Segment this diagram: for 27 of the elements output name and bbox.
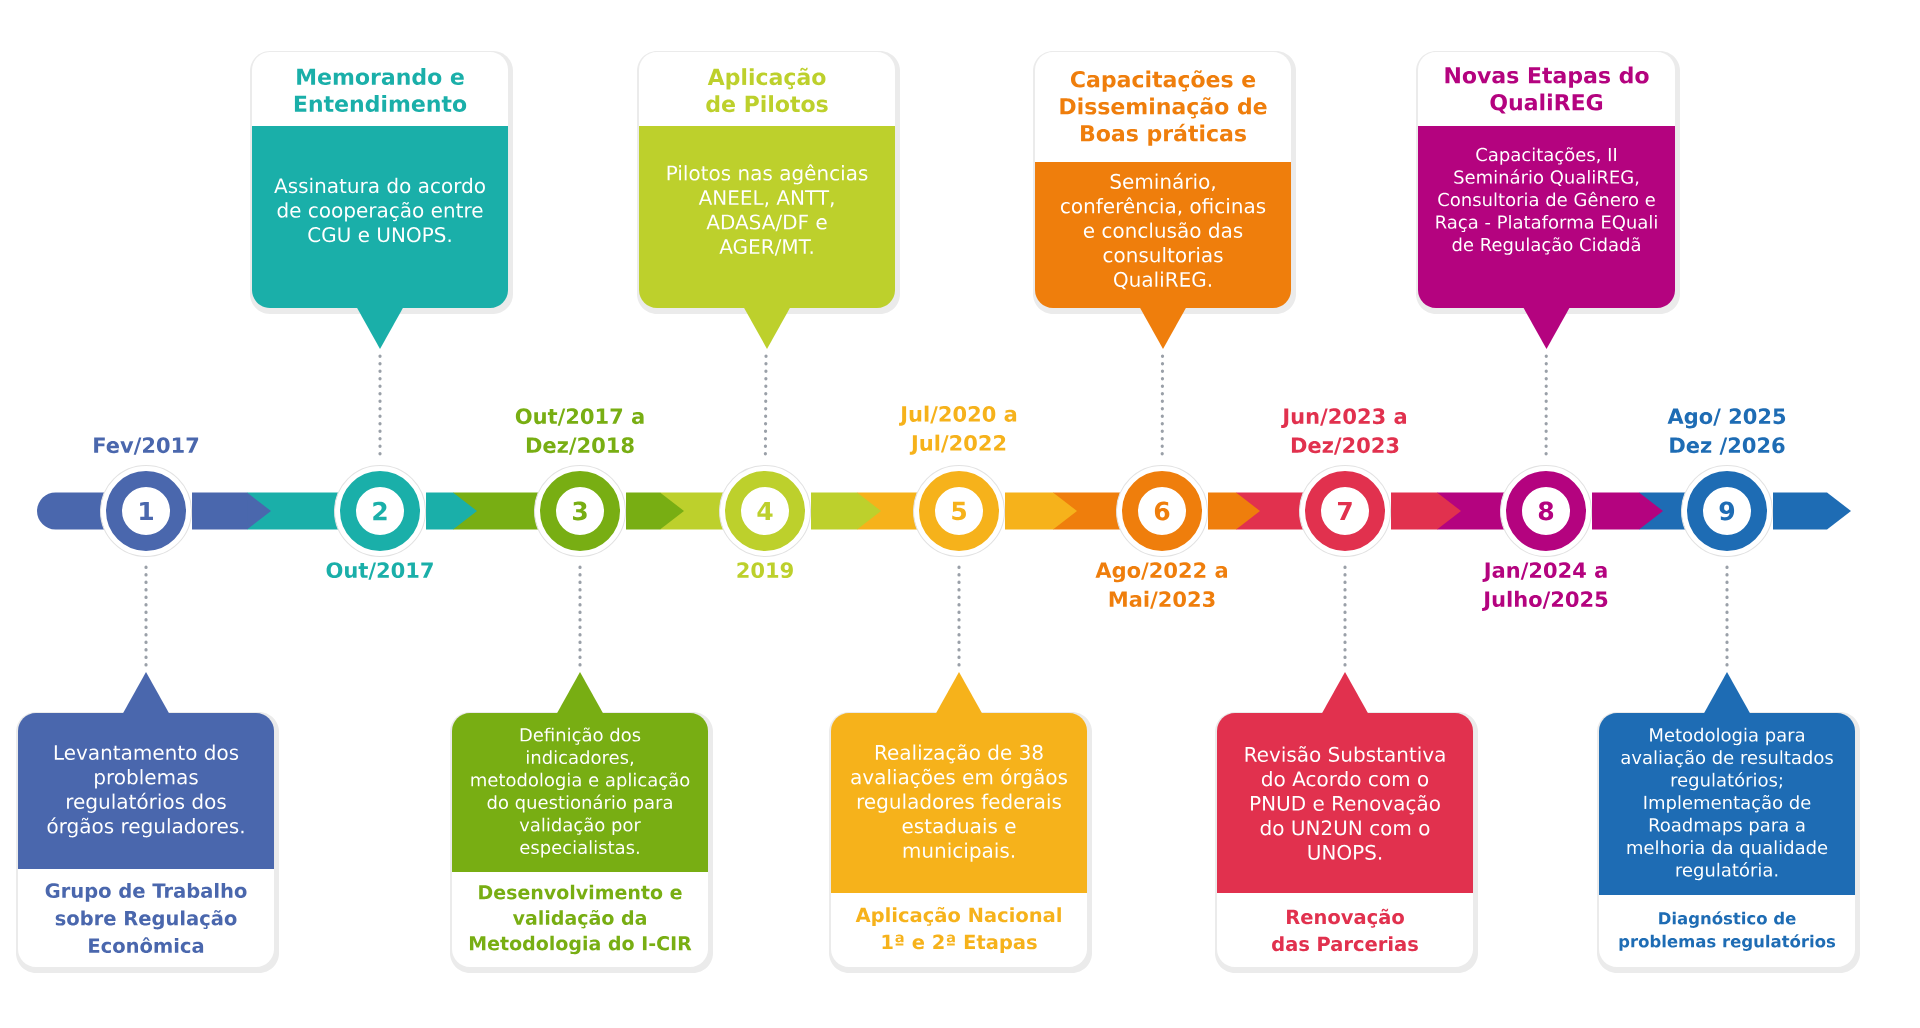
- timeline-step: 2: [247, 465, 426, 557]
- timeline-arrow: [1773, 492, 1851, 530]
- timeline-arrow: [1005, 492, 1077, 530]
- timeline-arrow: [192, 492, 271, 530]
- timeline-step: 6: [1053, 465, 1208, 557]
- timeline-step: 7: [1236, 465, 1391, 557]
- timeline-step: 5: [857, 465, 1005, 557]
- date-label: Jun/2023 a Dez/2023: [1281, 408, 1406, 455]
- date-label: Out/2017 a Dez/2018: [515, 408, 644, 455]
- date-label: Jan/2024 a Julho/2025: [1482, 562, 1608, 611]
- date-label: Fev/2017: [94, 437, 199, 455]
- timeline-step: 4: [660, 465, 811, 557]
- timeline-step: 1: [37, 465, 192, 557]
- date-label: 2019: [737, 562, 793, 579]
- timeline-step: 9: [1639, 465, 1773, 557]
- timeline-step: 3: [453, 465, 626, 557]
- timeline-arrow: [1391, 492, 1461, 530]
- timeline-step: 8: [1437, 465, 1592, 557]
- date-label: Ago/ 2025 Dez /2026: [1667, 408, 1786, 455]
- date-label: Ago/2022 a Mai/2023: [1095, 562, 1227, 609]
- timeline-arrow: [626, 492, 684, 530]
- timeline-arrow: [1592, 492, 1663, 530]
- timeline-arrow: [811, 492, 881, 530]
- date-label: Jul/2020 a Jul/2022: [899, 405, 1017, 455]
- timeline-arrow: [1208, 492, 1260, 530]
- date-label: Out/2017: [326, 562, 433, 580]
- timeline-arrow: [426, 492, 477, 530]
